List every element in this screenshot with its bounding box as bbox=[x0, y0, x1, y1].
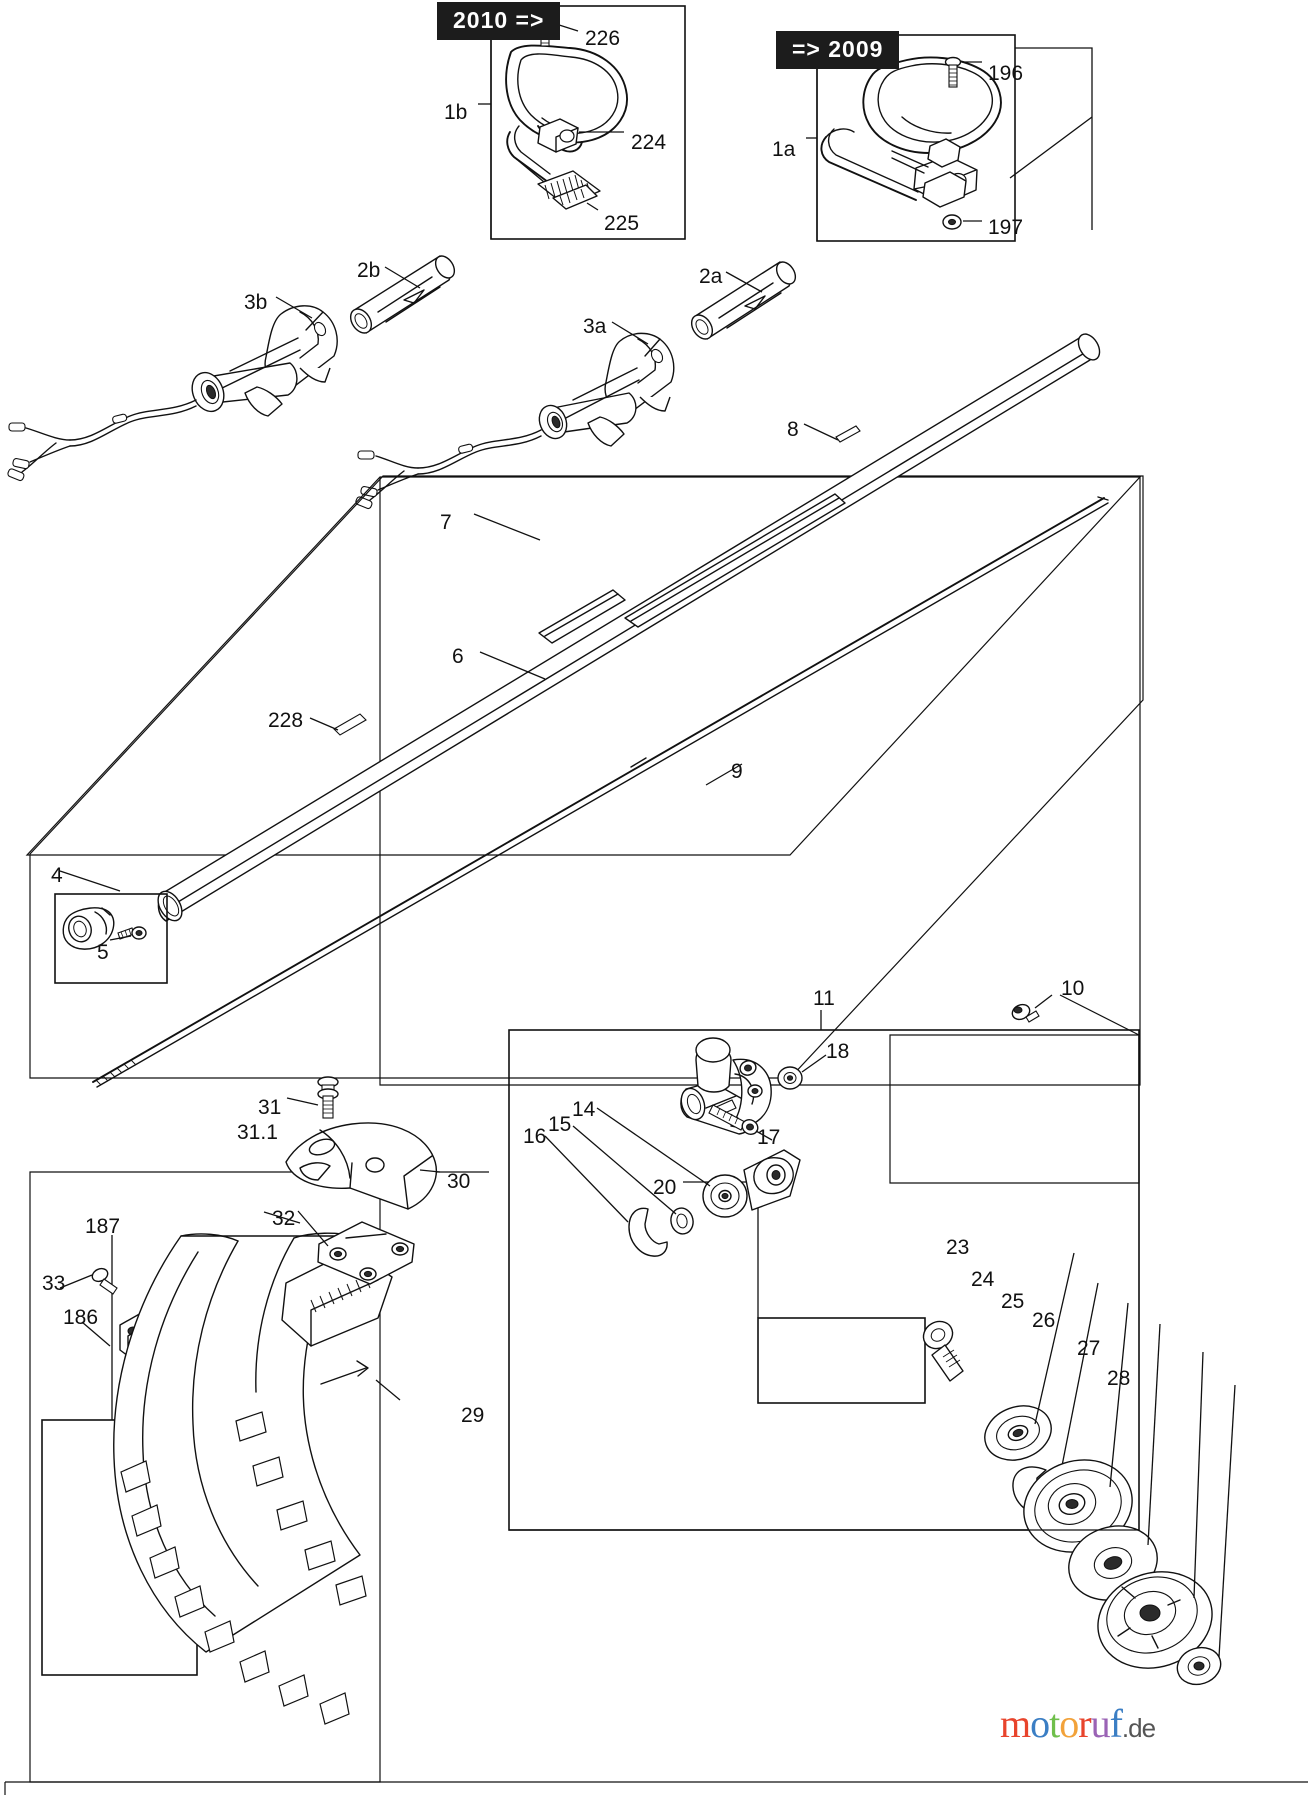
clutch-stack bbox=[984, 1252, 1236, 1686]
inset-panel-2010 bbox=[478, 5, 686, 240]
logo-letter-u: u bbox=[1090, 1701, 1111, 1746]
callout-15: 15 bbox=[548, 1113, 572, 1136]
callout-2a: 2a bbox=[699, 265, 723, 288]
cover-30 bbox=[285, 1122, 437, 1210]
callout-32: 32 bbox=[272, 1207, 296, 1230]
logo-letter-r: r bbox=[1078, 1701, 1091, 1746]
nut-18 bbox=[777, 1066, 803, 1090]
callout-6: 6 bbox=[452, 645, 464, 668]
callout-187: 187 bbox=[85, 1215, 121, 1238]
callout-31: 31 bbox=[258, 1096, 282, 1119]
inset-panel-clamp-4 bbox=[54, 870, 168, 984]
screw-33 bbox=[91, 1267, 118, 1295]
callout-17: 17 bbox=[757, 1126, 781, 1149]
callout-10: 10 bbox=[1061, 977, 1085, 1000]
logo-letter-o2: o bbox=[1059, 1701, 1079, 1746]
bearing-14-part bbox=[702, 1174, 748, 1218]
shaft-panel bbox=[25, 475, 1144, 1086]
logo-letter-m: m bbox=[1000, 1701, 1031, 1746]
callout-28: 28 bbox=[1107, 1367, 1131, 1390]
callout-11: 11 bbox=[813, 987, 835, 1010]
callout-196: 196 bbox=[988, 62, 1024, 85]
callout-16: 16 bbox=[523, 1125, 547, 1148]
callout-4: 4 bbox=[51, 864, 63, 887]
callout-23: 23 bbox=[946, 1236, 970, 1259]
callout-3b: 3b bbox=[244, 291, 268, 314]
callout-20: 20 bbox=[653, 1176, 677, 1199]
logo-letter-f: f bbox=[1109, 1701, 1123, 1746]
debris-guard-29 bbox=[113, 1232, 393, 1725]
inner-liner-8 bbox=[624, 425, 861, 628]
ribbed-base-225 bbox=[537, 170, 601, 210]
callout-24: 24 bbox=[971, 1268, 995, 1291]
inner-liner-7 bbox=[538, 589, 626, 644]
callout-9: 9 bbox=[731, 760, 743, 783]
shaft-tube-6 bbox=[157, 333, 1101, 922]
callout-25: 25 bbox=[1001, 1290, 1025, 1313]
callout-5: 5 bbox=[97, 941, 109, 964]
callout-18: 18 bbox=[826, 1040, 850, 1063]
callout-3a: 3a bbox=[583, 315, 607, 338]
callout-228: 228 bbox=[268, 709, 304, 732]
callout-31-1: 31.1 bbox=[237, 1121, 278, 1144]
throttle-assembly-b bbox=[7, 255, 456, 482]
washer-15 bbox=[670, 1207, 694, 1235]
shaft-collar bbox=[743, 1149, 801, 1211]
inset-screw-20 bbox=[757, 1317, 964, 1404]
circlip-16 bbox=[628, 1207, 668, 1257]
logo-letter-o1: o bbox=[1030, 1701, 1050, 1746]
logo-tld: .de bbox=[1121, 1713, 1156, 1743]
bolt-31 bbox=[317, 1076, 339, 1119]
variant-badge-2009: => 2009 bbox=[776, 31, 900, 69]
screw-17 bbox=[708, 1104, 759, 1135]
callout-1b: 1b bbox=[444, 101, 468, 124]
gear-head bbox=[680, 1037, 772, 1135]
callout-27: 27 bbox=[1077, 1337, 1101, 1360]
callout-29: 29 bbox=[461, 1404, 485, 1427]
logo-letter-t: t bbox=[1049, 1701, 1060, 1746]
nut-197 bbox=[942, 214, 962, 230]
callout-186: 186 bbox=[63, 1306, 99, 1329]
callout-14: 14 bbox=[572, 1098, 596, 1121]
screw-10 bbox=[1011, 1003, 1040, 1023]
motoruf-logo: motoruf.de bbox=[1000, 1700, 1156, 1747]
gearbox-panel bbox=[508, 994, 1236, 1686]
callout-225: 225 bbox=[604, 212, 640, 235]
callout-197: 197 bbox=[988, 216, 1024, 239]
screw-5 bbox=[117, 926, 147, 940]
callout-30: 30 bbox=[447, 1170, 471, 1193]
bracket-32 bbox=[317, 1221, 415, 1285]
screw-196 bbox=[944, 56, 962, 88]
callout-7: 7 bbox=[440, 511, 452, 534]
callout-2b: 2b bbox=[357, 259, 381, 282]
throttle-assembly-a bbox=[355, 261, 797, 510]
callout-33: 33 bbox=[42, 1272, 66, 1295]
drive-shaft-9 bbox=[92, 496, 1109, 1088]
variant-badge-2010: 2010 => bbox=[437, 2, 561, 40]
callout-224: 224 bbox=[631, 131, 667, 154]
callout-8: 8 bbox=[787, 418, 799, 441]
callout-26: 26 bbox=[1032, 1309, 1056, 1332]
callout-1a: 1a bbox=[772, 138, 796, 161]
inset-panel-2009 bbox=[806, 34, 1016, 242]
guard-panel bbox=[29, 1171, 489, 1783]
callout-226: 226 bbox=[585, 27, 621, 50]
